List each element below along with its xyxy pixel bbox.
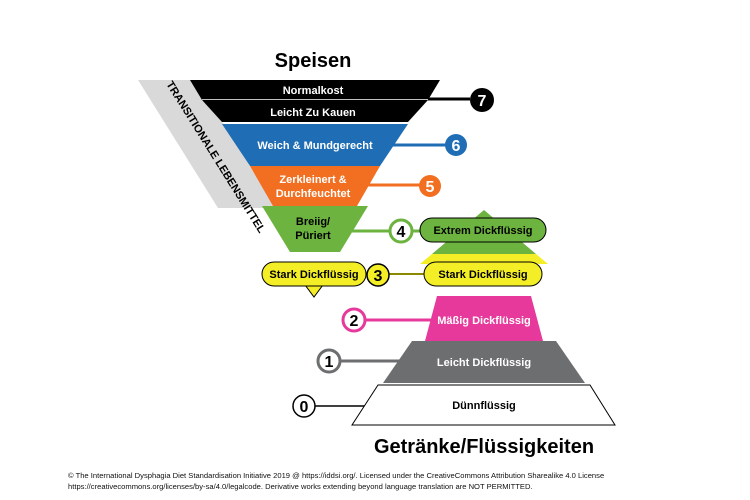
food-label-leicht-zu-kauen: Leicht Zu Kauen [270, 107, 356, 119]
level-7-number: 7 [478, 93, 487, 110]
level-0-number: 0 [300, 399, 309, 416]
drink-label-stark-dickfluessig: Stark Dickflüssig [438, 269, 527, 281]
level-4-circle [388, 218, 414, 244]
food-label-breiig-line2: Püriert [295, 230, 331, 242]
drink-level-0 [351, 384, 616, 426]
transitional-foods-band [138, 80, 276, 208]
level-2-number: 2 [350, 313, 359, 330]
level-3-circle [366, 263, 390, 287]
level-3-number: 3 [374, 268, 383, 285]
food-level-4 [262, 206, 368, 252]
drink-level-3-pill [423, 261, 543, 287]
drink-label-extrem-dickfluessig: Extrem Dickflüssig [433, 225, 532, 237]
copyright-notice: © The International Dysphagia Diet Stand… [68, 470, 708, 492]
food-label-breiig-line1: Breiig/ [296, 216, 330, 228]
level-1-circle [316, 348, 342, 374]
level-1-number: 1 [325, 354, 334, 371]
level-2-circle [341, 307, 367, 333]
food-level-7-bottom [202, 100, 428, 122]
food-label-zerkleinert-line1: Zerkleinert & [279, 174, 346, 186]
level-0-circle [292, 394, 316, 418]
level-6-number: 6 [452, 138, 461, 155]
drinks-title: Getränke/Flüssigkeiten [374, 436, 594, 458]
copyright-line-1: © The International Dysphagia Diet Stand… [68, 471, 605, 480]
food-label-normalkost: Normalkost [283, 85, 344, 97]
copyright-line-2: https://creativecommons.org/licenses/by-… [68, 482, 533, 491]
drink-level-1 [383, 341, 585, 383]
drink-label-leicht-dickfluessig: Leicht Dickflüssig [437, 357, 531, 369]
foods-title: Speisen [275, 50, 352, 72]
food-label-zerkleinert-line2: Durchfeuchtet [276, 188, 351, 200]
food-level-5 [250, 166, 380, 206]
food-label-weich-mundgerecht: Weich & Mundgerecht [257, 140, 373, 152]
level-7-circle [470, 88, 494, 112]
food-level-7-top [190, 80, 440, 100]
drink-level-4-pill [419, 217, 547, 243]
level-5-circle [419, 175, 441, 197]
level-5-number: 5 [426, 179, 435, 196]
iddsi-framework-diagram: Speisen Getränke/Flüssigkeiten TRANSITIO… [138, 50, 616, 458]
food-level-3-pill [261, 261, 367, 287]
drink-label-maessig-dickfluessig: Mäßig Dickflüssig [437, 315, 531, 327]
drink-label-duennfluessig: Dünnflüssig [452, 400, 516, 412]
drink-level-2 [425, 296, 543, 341]
level-6-circle [445, 134, 467, 156]
food-level-6 [222, 124, 408, 166]
food-label-stark-dickfluessig: Stark Dickflüssig [269, 269, 358, 281]
level-4-number: 4 [397, 224, 406, 241]
